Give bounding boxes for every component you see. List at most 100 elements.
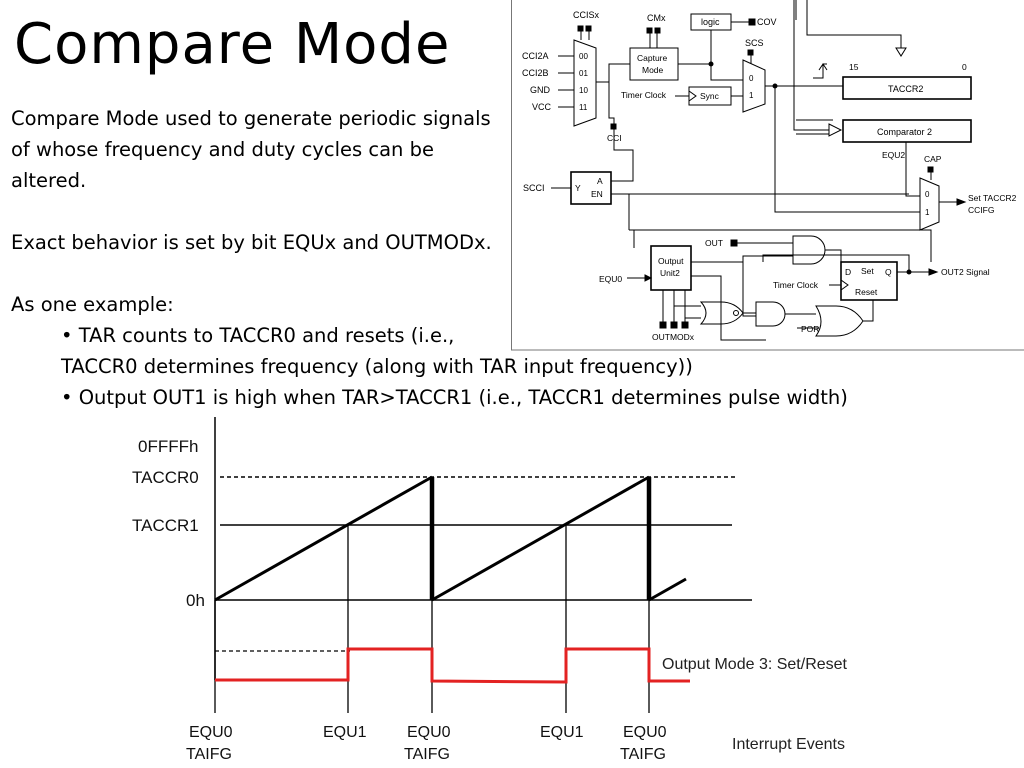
input-mux: [573, 39, 597, 127]
dff-q: Q: [885, 267, 892, 277]
input-vcc: VCC: [532, 102, 552, 112]
scci-label: SCCI: [523, 183, 545, 193]
to-output-unit: [629, 229, 932, 262]
outmodx-pin-a: [659, 321, 667, 329]
bullet-2: • Output OUT1 is high when TAR>TACCR1 (i…: [61, 386, 848, 409]
capture-mode-line-1: Capture: [637, 53, 668, 63]
junction-b: [772, 83, 778, 89]
scs-mux-0: 0: [749, 74, 754, 83]
input-wires: [558, 55, 574, 108]
cmx-pin-b: [654, 27, 661, 34]
outmodx-pin-c: [681, 321, 689, 329]
or-gate-right: [815, 305, 864, 337]
output-unit-box: [650, 245, 692, 291]
dff-clock: [840, 279, 849, 291]
event-5-line-1: EQU0: [623, 724, 667, 741]
por-label: POR: [801, 324, 819, 334]
ccisx-pin-b: [585, 25, 592, 32]
bullet-1-line-1: • TAR counts to TACCR0 and resets (i.e.,: [61, 324, 455, 347]
cap-pin: [927, 166, 934, 173]
mux-code-11: 11: [579, 103, 588, 112]
and-gate-top: [792, 235, 826, 265]
out2-arrow: [928, 268, 939, 276]
bit-0-label: 0: [962, 62, 967, 72]
event-3-line-1: EQU0: [407, 724, 451, 741]
latch-y: Y: [575, 183, 581, 193]
cmx-pin-a: [646, 27, 653, 34]
or-gate-left: [699, 301, 744, 325]
out-node: [730, 239, 738, 247]
capture-to-logic: [678, 30, 743, 81]
cap-mux-0: 0: [925, 190, 930, 199]
equ2-label: EQU2: [882, 150, 905, 160]
and-top-out: [825, 249, 842, 266]
capture-to-cap-mux: [774, 180, 920, 213]
diagram-frame: [511, 0, 1024, 351]
event-5-line-2: TAIFG: [620, 746, 666, 763]
cov-label: COV: [757, 17, 777, 27]
out-label: OUT: [705, 238, 723, 248]
paragraph-behavior: Exact behavior is set by bit EQUx and OU…: [11, 231, 492, 254]
level-0ffffh: 0FFFFh: [138, 437, 198, 456]
level-taccr1: TACCR1: [132, 516, 199, 535]
outmodx-wires: [662, 290, 701, 322]
event-1-line-2: TAIFG: [186, 746, 232, 763]
cap-label: CAP: [924, 154, 942, 164]
outmodx-pin-b: [670, 321, 678, 329]
and-gate-bottom: [755, 301, 786, 327]
mux-code-10: 10: [579, 86, 588, 95]
timing-diagram: 0FFFFh TACCR0 TACCR1 0h Output Mode 3: S…: [132, 417, 848, 763]
ccifg-label: CCIFG: [968, 205, 994, 215]
output-unit-lines: [691, 255, 793, 341]
input-gnd: GND: [530, 85, 551, 95]
capture-mode-line-2: Mode: [642, 65, 664, 75]
sync-clock-marker: [688, 90, 697, 102]
output-unit-line-2: Unit2: [660, 268, 680, 278]
level-0h: 0h: [186, 591, 205, 610]
dff-d: D: [845, 267, 851, 277]
equ0-label: EQU0: [599, 274, 622, 284]
clock-edge: [813, 63, 828, 79]
bullet-1-line-2: TACCR0 determines frequency (along with …: [61, 355, 693, 378]
cov-node: [748, 18, 756, 26]
comparator-arrow: [828, 123, 843, 137]
dff-box: [840, 261, 898, 301]
output-unit-line-1: Output: [658, 256, 684, 266]
cmx-wires: [649, 33, 658, 48]
equ2-wire: [905, 142, 920, 197]
mux-code-00: 00: [579, 52, 588, 61]
bit-15-label: 15: [849, 62, 859, 72]
event-4-line-1: EQU1: [540, 724, 584, 741]
equ0-arrow: [644, 274, 653, 282]
taccr2-box: [842, 76, 972, 100]
feedback-lines: [793, 0, 902, 131]
counter-ramp-3: [648, 577, 687, 602]
latch-en: EN: [591, 189, 603, 199]
out2-signal-label: OUT2 Signal: [941, 267, 990, 277]
comparator-label: Comparator 2: [877, 127, 932, 137]
logic-label: logic: [701, 17, 720, 27]
paragraph-example: As one example:: [11, 293, 174, 316]
ccisx-label: CCISx: [573, 10, 600, 20]
output-waveform: [215, 647, 690, 684]
or-left-out: [743, 306, 757, 314]
latch-a: A: [597, 176, 603, 186]
interrupt-events-label: Interrupt Events: [732, 736, 845, 753]
mux-code-01: 01: [579, 69, 588, 78]
slide-title: Compare Mode: [14, 12, 451, 77]
timer-clock-2-label: Timer Clock: [773, 280, 819, 290]
level-taccr0: TACCR0: [132, 468, 199, 487]
input-cci2b: CCI2B: [522, 68, 549, 78]
scs-mux-1: 1: [749, 91, 754, 100]
cap-mux-1: 1: [925, 208, 930, 217]
taccr2-arrow: [895, 47, 907, 57]
scs-label: SCS: [745, 38, 764, 48]
or-gate-bubble: [733, 310, 739, 316]
output-mode-label: Output Mode 3: Set/Reset: [662, 656, 848, 673]
sync-label: Sync: [700, 91, 720, 101]
comparator-bus: [796, 119, 833, 135]
event-1-line-1: EQU0: [189, 724, 233, 741]
ccifg-arrow: [956, 198, 967, 206]
dff-feedback: [762, 254, 910, 272]
scs-out: [765, 85, 795, 180]
